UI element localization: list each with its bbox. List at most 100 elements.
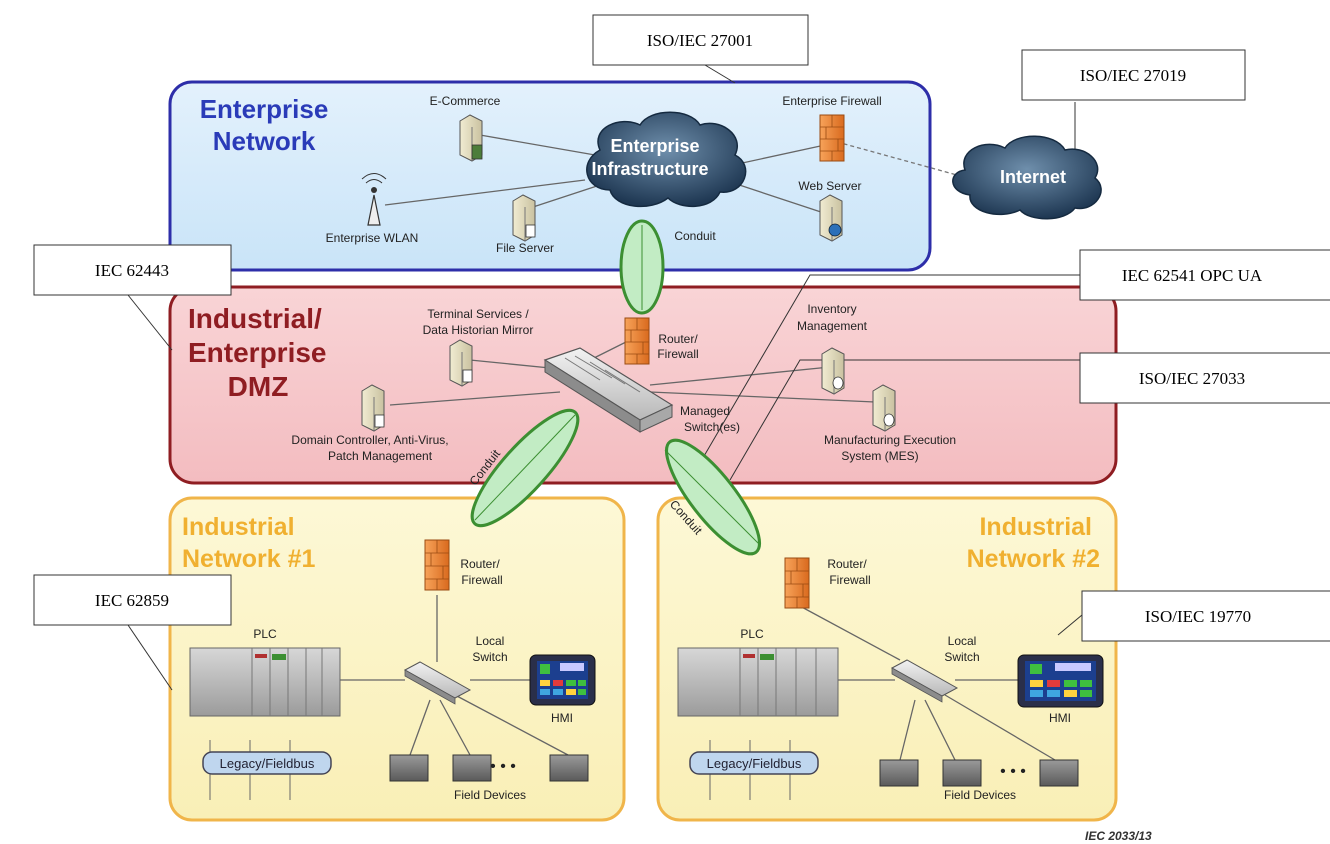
link-router-dmz [589,339,631,361]
local-switch-1-label-line1: Local [476,634,505,648]
local-switch-2-icon [890,659,959,703]
managed-switch-label-line2: Switch(es) [684,420,740,434]
dmz-router-firewall-icon [624,317,650,365]
managed-switch-label-line1: Managed [680,404,730,418]
plc-1-icon [189,647,341,717]
hmi-2-label: HMI [1049,711,1071,725]
web-server-icon [819,194,843,242]
callout-iso27033-text: ISO/IEC 27033 [1139,369,1245,388]
mes-label-line2: System (MES) [841,449,918,463]
field-devices-1-label: Field Devices [454,788,526,802]
hmi-1-label: HMI [551,711,573,725]
enterprise-infrastructure-cloud: Enterprise Infrastructure [586,111,747,208]
link-router2-switch [797,604,901,661]
terminal-services-server-icon [449,339,473,387]
ecommerce-server-icon [459,114,483,162]
field-devices-1 [389,754,589,782]
enterprise-zone [168,80,932,272]
net1-router-label-line1: Router/ [460,557,500,571]
local-switch-1-label-line2: Switch [472,650,507,664]
field-devices-2 [879,759,1079,787]
industrial-network-2-zone [656,496,1118,822]
field-devices-2-label: Field Devices [944,788,1016,802]
cloud-label-line1: Enterprise [610,136,699,156]
callout-iso27033: ISO/IEC 27033 [1079,352,1330,404]
net2-title-line1: Industrial [979,513,1092,541]
enterprise-title-line1: Enterprise [200,94,329,124]
field-dots-2: • • • [1000,763,1026,780]
conduit-label-top: Conduit [674,229,716,243]
callout-iec62859: IEC 62859 [33,574,232,626]
link-fd1b [439,699,471,756]
terminal-services-label-line2: Data Historian Mirror [423,323,534,337]
field-dots-1: • • • [490,758,516,775]
callout-iso19770-text: ISO/IEC 19770 [1145,607,1251,626]
file-server-icon [512,194,536,242]
link-fd2c [944,694,1056,761]
link-inventory [649,366,831,386]
link-wlan [384,179,586,206]
link-fd1a [409,699,431,756]
net1-router-label-line2: Firewall [461,573,502,587]
net1-title-line2: Network #1 [182,545,315,573]
callout-iec62541-text: IEC 62541 OPC UA [1122,266,1263,285]
local-switch-1-icon [403,661,472,705]
managed-switch-icon [543,347,674,433]
dmz-title-line1: Industrial/ [188,303,322,334]
dmz-router-label-line2: Firewall [657,347,698,361]
link-fd2b [924,699,956,761]
conduit-dmz-net2 [665,438,761,556]
net1-title-line1: Industrial [182,513,295,541]
callout-iso19770: ISO/IEC 19770 [1081,590,1330,642]
local-switch-2-label-line1: Local [948,634,977,648]
link-fileserver [529,184,601,209]
net2-router-label-line2: Firewall [829,573,870,587]
hmi-2-icon [1017,654,1104,708]
callout-iec62541: IEC 62541 OPC UA [1079,249,1330,301]
net2-title-line2: Network #2 [967,545,1100,573]
enterprise-wlan-label: Enterprise WLAN [326,231,419,245]
local-switch-2-label-line2: Switch [944,650,979,664]
industrial-network-1-zone [168,496,626,822]
callout-iso27019: ISO/IEC 27019 [1021,49,1246,101]
cloud-label-line2: Infrastructure [591,159,708,179]
enterprise-title-line2: Network [213,126,316,156]
link-fd1c [454,694,569,756]
dmz-title-line2: Enterprise [188,337,327,368]
mes-server-icon [872,384,896,432]
figure-code: IEC 2033/13 [1085,829,1152,843]
wlan-antenna-icon [361,173,387,226]
link-fd2a [899,699,916,761]
net2-router-label-line1: Router/ [827,557,867,571]
enterprise-firewall-icon [819,114,845,162]
legacy-fieldbus-2-label: Legacy/Fieldbus [707,756,802,771]
domain-controller-label-line1: Domain Controller, Anti-Virus, [291,433,448,447]
mes-label-line1: Manufacturing Execution [824,433,956,447]
internet-label: Internet [1000,167,1066,187]
internet-cloud: Internet [952,135,1102,220]
ecommerce-label: E-Commerce [430,94,501,108]
callout-iso27019-text: ISO/IEC 27019 [1080,66,1186,85]
domain-controller-label-line2: Patch Management [328,449,433,463]
link-domain [389,391,561,406]
net1-router-firewall-icon [424,539,450,591]
hmi-1-icon [529,654,596,706]
link-mes [649,391,876,403]
callout-iso27001: ISO/IEC 27001 [592,14,809,66]
plc-2-icon [677,647,839,717]
terminal-services-label-line1: Terminal Services / [427,307,529,321]
web-server-label: Web Server [798,179,861,193]
link-ecommerce [479,134,596,156]
inventory-label-line2: Management [797,319,868,333]
net2-router-firewall-icon [784,557,810,609]
plc-1-label: PLC [253,627,277,641]
plc-2-label: PLC [740,627,764,641]
callout-iec62443-text: IEC 62443 [95,261,169,280]
inventory-label-line1: Inventory [807,302,856,316]
file-server-label: File Server [496,241,554,255]
legacy-fieldbus-1-label: Legacy/Fieldbus [220,756,315,771]
legacy-fieldbus-1: Legacy/Fieldbus [202,740,332,800]
callout-iec62859-text: IEC 62859 [95,591,169,610]
callout-iec62443: IEC 62443 [33,244,232,296]
enterprise-firewall-label: Enterprise Firewall [782,94,881,108]
